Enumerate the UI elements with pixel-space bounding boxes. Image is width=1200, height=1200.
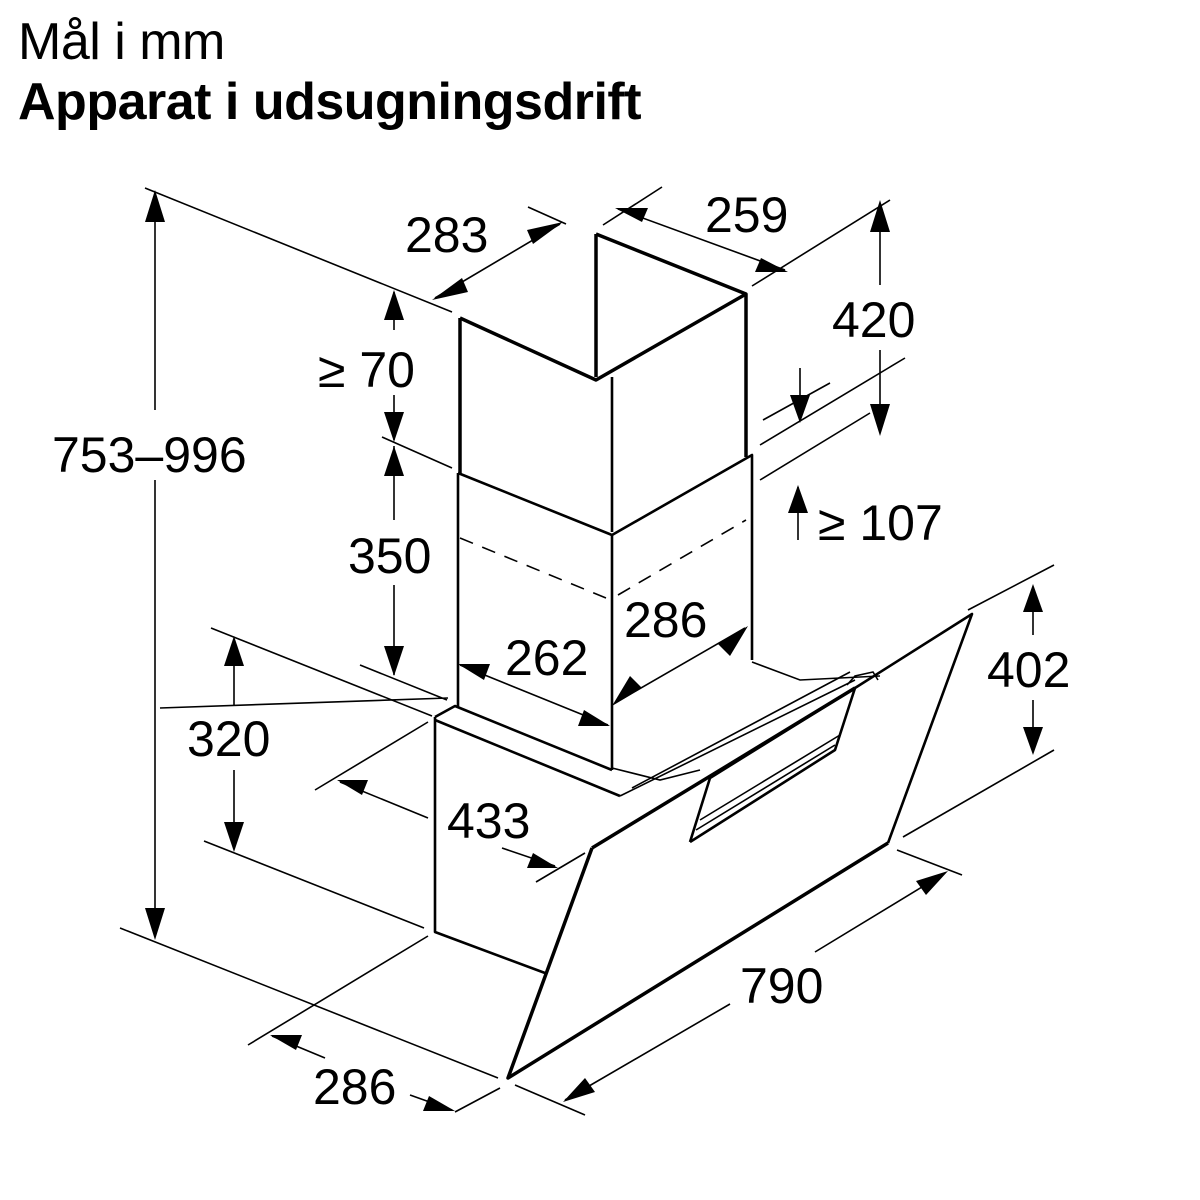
dim-lower-width: 286: [624, 592, 707, 648]
dim-upper-height: 420: [832, 292, 915, 348]
dim-overlap: ≥ 107: [818, 495, 943, 551]
dim-total-height: 753–996: [52, 427, 247, 483]
mode-title: Apparat i udsugningsdrift: [18, 73, 642, 131]
dim-upper-depth: 283: [405, 207, 488, 263]
dim-lower-depth: 262: [505, 630, 588, 686]
glass-panel: [506, 612, 974, 1080]
dim-glass-height: 402: [987, 642, 1070, 698]
dim-total-width: 790: [740, 958, 823, 1014]
dim-body-height: 320: [187, 711, 270, 767]
units-label: Mål i mm: [18, 13, 225, 71]
upper-chimney: [458, 232, 748, 532]
dim-body-depth: 433: [447, 793, 530, 849]
dimension-labels: 753–996 283 259 420 ≥ 70 350 ≥ 107 286 2…: [52, 187, 1070, 1115]
extension-lines: [119, 186, 1055, 1116]
lower-chimney: [456, 453, 754, 770]
dim-upper-width: 259: [705, 187, 788, 243]
dimension-lines: [145, 190, 1043, 1111]
dim-top-clearance: ≥ 70: [318, 342, 415, 398]
dim-lower-height: 350: [348, 528, 431, 584]
dim-base-depth: 286: [313, 1059, 396, 1115]
